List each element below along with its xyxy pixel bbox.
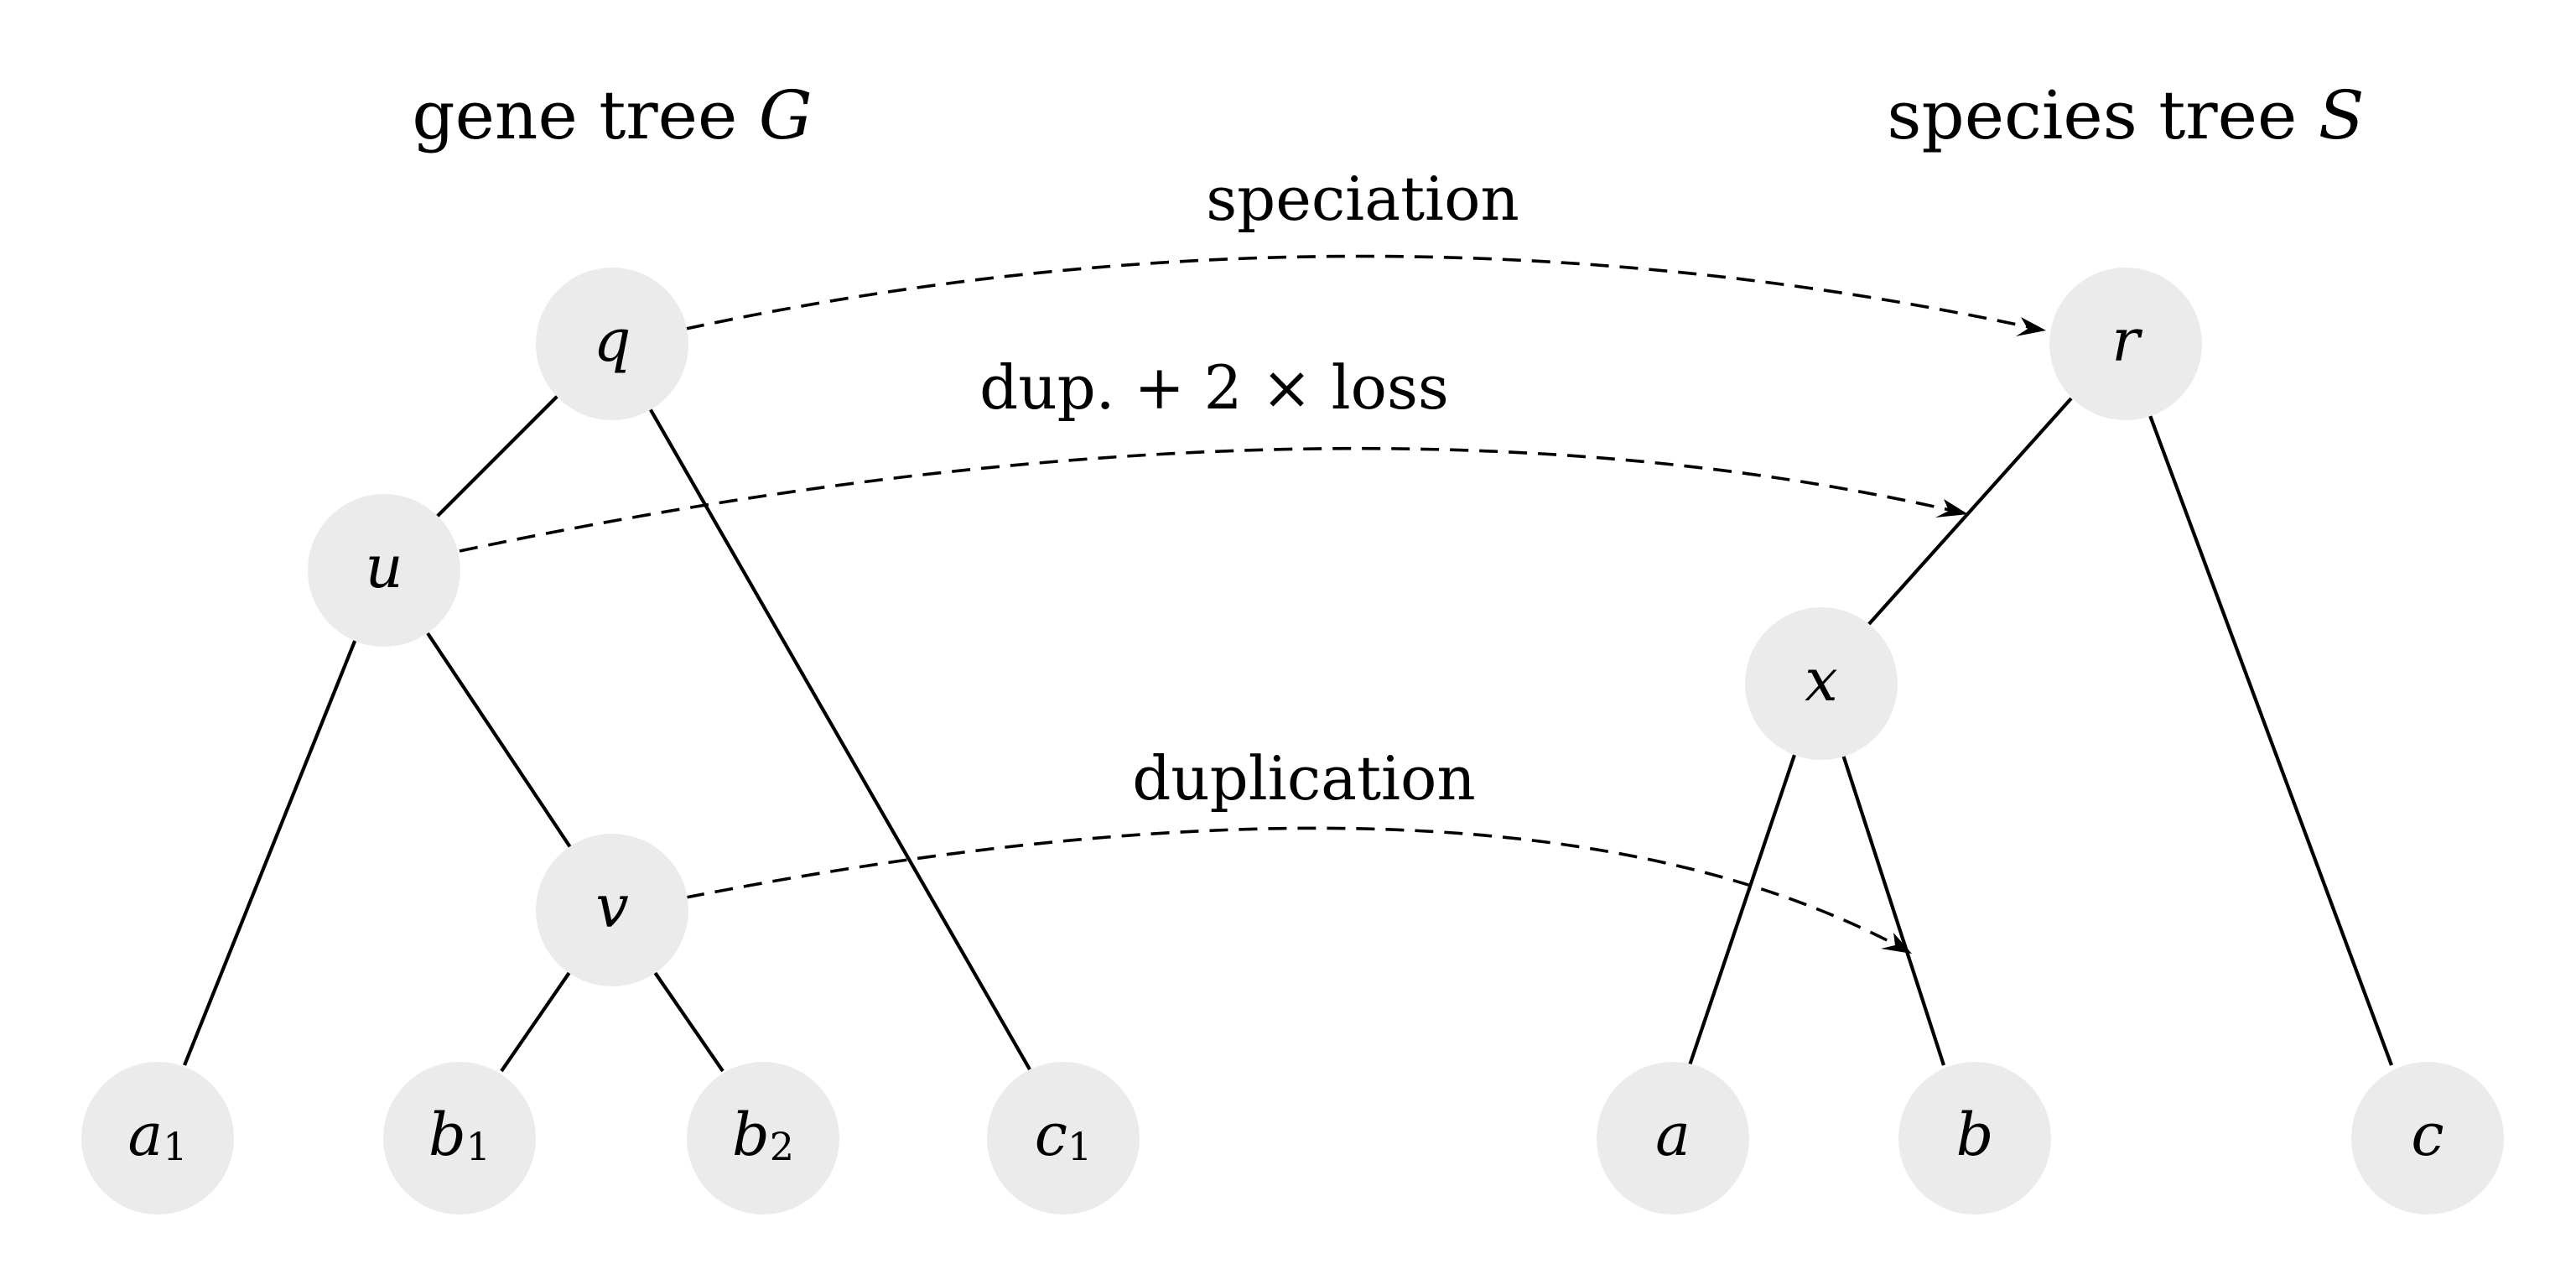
mapping-arrow-dup-loss — [459, 446, 1950, 553]
arrowhead-speciation — [2016, 317, 2046, 336]
gene-node-u-label: u — [365, 533, 402, 601]
gene-edge-v-b2 — [652, 970, 724, 1073]
gene-node-b1: b1 — [383, 1062, 536, 1215]
gene-node-b2-sub: 2 — [770, 1124, 794, 1169]
label-duplication: duplication — [1132, 743, 1476, 814]
gene-tree-title-var: G — [759, 76, 813, 154]
species-node-r: r — [2049, 268, 2202, 420]
gene-tree-edges — [183, 394, 1031, 1073]
gene-edge-v-b1 — [500, 970, 572, 1073]
gene-node-v: v — [536, 834, 688, 986]
gene-node-c1-label: c1 — [1035, 1100, 1093, 1169]
gene-node-b2-label: b2 — [732, 1100, 794, 1169]
gene-node-v-label: v — [595, 872, 629, 941]
species-edge-r-x — [1867, 397, 2073, 627]
mapping-arrow-speciation — [685, 254, 2030, 330]
gene-node-c1: c1 — [987, 1062, 1140, 1215]
species-node-c-label: c — [2411, 1100, 2444, 1169]
gene-edge-u-v — [426, 632, 572, 849]
label-dup-loss: dup. + 2 × loss — [979, 352, 1449, 423]
gene-node-c1-letter: c — [1035, 1100, 1067, 1169]
gene-node-q-label: q — [594, 306, 631, 375]
species-node-x: x — [1745, 607, 1898, 760]
gene-edge-u-a1 — [183, 634, 359, 1066]
gene-tree-title: gene tree G — [412, 76, 812, 154]
gene-node-b1-sub: 1 — [466, 1124, 491, 1169]
label-speciation: speciation — [1206, 164, 1519, 234]
gene-node-a1-letter: a — [127, 1100, 163, 1169]
species-node-r-label: r — [2111, 306, 2142, 375]
species-node-b-label: b — [1956, 1100, 1994, 1169]
gene-node-b2: b2 — [687, 1062, 839, 1215]
gene-node-b1-label: b1 — [428, 1100, 491, 1169]
species-tree-edges — [1688, 397, 2393, 1066]
species-node-a-label: a — [1655, 1100, 1690, 1169]
gene-node-q: q — [536, 268, 688, 420]
species-edge-x-a — [1688, 754, 1796, 1066]
species-node-b: b — [1898, 1062, 2051, 1215]
gene-node-a1-label: a1 — [127, 1100, 187, 1169]
species-tree-nodes: r x a b c — [1597, 268, 2504, 1215]
gene-edge-q-c1 — [648, 407, 1031, 1071]
gene-node-b2-letter: b — [732, 1100, 770, 1169]
gene-edge-q-u — [434, 394, 559, 519]
species-tree-title-text: species tree — [1887, 76, 2318, 154]
species-node-c: c — [2351, 1062, 2504, 1215]
gene-node-a1: a1 — [81, 1062, 234, 1215]
arrowhead-duplication — [1881, 933, 1912, 954]
species-edge-r-c — [2147, 410, 2393, 1066]
gene-tree-title-text: gene tree — [412, 76, 758, 154]
gene-node-b1-letter: b — [428, 1100, 466, 1169]
gene-node-u: u — [308, 494, 460, 647]
species-node-x-label: x — [1805, 646, 1837, 715]
gene-node-c1-sub: 1 — [1067, 1124, 1092, 1169]
species-tree-title: species tree S — [1887, 76, 2364, 154]
arrowhead-dup-loss — [1935, 499, 1968, 518]
mapping-arrows — [459, 254, 2046, 954]
species-node-a: a — [1597, 1062, 1749, 1215]
species-tree-title-var: S — [2319, 76, 2365, 154]
species-edge-x-b — [1841, 754, 1945, 1066]
mapping-arrow-duplication — [685, 826, 1898, 947]
gene-tree-nodes: q u v a1 b1 b2 c1 — [81, 268, 1140, 1215]
gene-node-a1-sub: 1 — [163, 1124, 187, 1169]
